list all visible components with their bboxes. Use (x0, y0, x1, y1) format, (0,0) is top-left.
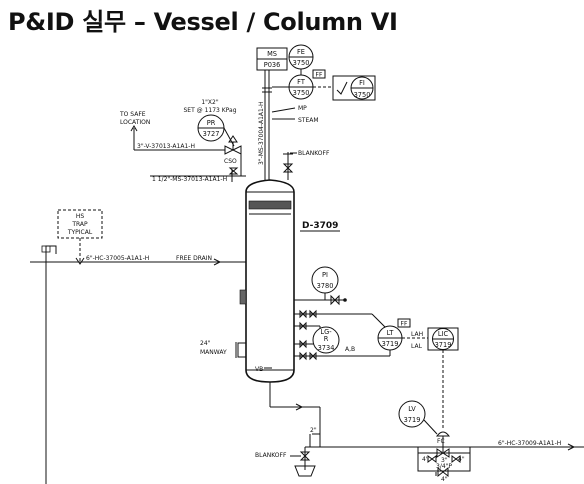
lg-sub: R (324, 335, 329, 343)
ft-code: FT (297, 78, 306, 86)
four-inch-c: 4" (441, 476, 448, 483)
blankoff-top-label: BLANKOFF (298, 150, 330, 157)
lic-num: 3719 (435, 341, 452, 349)
ff-tag-1 (312, 69, 326, 79)
lah-label: LAH (411, 331, 423, 338)
svg-text:FF: FF (401, 321, 408, 328)
hc-outlet: 2" BLANKOFF 6"-HC-37009-A1A1-H LV 3719 F… (255, 382, 584, 483)
manway-size: 24" (200, 340, 211, 347)
four-inch-b: 4" (458, 456, 465, 463)
two-inch-label: 2" (310, 427, 317, 434)
svg-text:FF: FF (316, 72, 323, 79)
set-pressure: SET @ 1173 KPag (183, 107, 236, 114)
hc-inlet: HS TRAP TYPICAL 6"-HC-37005-A1A1-H FREE … (30, 209, 246, 484)
lv-num: 3719 (404, 416, 421, 424)
lg-suffix: A,B (345, 346, 355, 353)
hc-out-label: 6"-HC-37009-A1A1-H (498, 440, 561, 447)
hc-in-label: 6"-HC-37005-A1A1-H (86, 255, 149, 262)
steam-line: 3"-MS-37004-A1A1-H MS P036 MP STEAM BLAN… (256, 47, 330, 180)
lg-code: LG- (320, 328, 332, 336)
pi-num: 3780 (317, 282, 334, 290)
slide-title: P&ID 실무 – Vessel / Column VI (8, 8, 398, 36)
ft-num: 3750 (293, 89, 310, 97)
hs-line1: HS (76, 213, 85, 220)
pi-code: PI (322, 271, 328, 279)
ms-line-vertical-label: 3"-MS-37004-A1A1-H (258, 101, 265, 165)
three-inch-label: 3" (441, 457, 448, 464)
relief-system: 1"X2" SET @ 1173 KPag PR 3727 TO SAFE LO… (119, 99, 246, 183)
lg-bubble (312, 326, 340, 354)
lv-code: LV (408, 405, 416, 413)
lt-code: LT (387, 329, 395, 337)
vessel-internal-demister (248, 200, 292, 210)
fe-num: 3750 (293, 59, 310, 67)
location: LOCATION (120, 119, 150, 126)
hs-trap-box (57, 209, 103, 239)
mp-label: MP (298, 105, 307, 112)
fi-code: FI (359, 79, 365, 87)
vessel-tag: D-3709 (302, 221, 338, 231)
vb-label: VB (255, 366, 263, 373)
ms-line-small-label: 1 1/2"-MS-37013-A1A1-H (152, 176, 227, 183)
hs-line2: TRAP (71, 221, 88, 228)
lg-num: 3734 (318, 344, 335, 352)
pr-line-label: 3"-V-37013-A1A1-H (137, 143, 195, 150)
four-inch-a: 4" (422, 456, 429, 463)
ms-tag-line2: P036 (264, 61, 281, 69)
steam-label: STEAM (298, 117, 319, 124)
fe-code: FE (297, 48, 305, 56)
lv-bubble (398, 400, 426, 428)
hs-line3: TYPICAL (67, 229, 93, 236)
three-quarter-label: 3/4"P (436, 463, 452, 470)
lic-code: LIC (438, 330, 449, 338)
fi-num: 3750 (354, 91, 371, 99)
pr-code: PR (207, 119, 216, 127)
pr-num: 3727 (203, 130, 220, 138)
ff-tag-2 (397, 318, 411, 328)
lal-label: LAL (411, 343, 423, 350)
vessel-d3709: D-3709 24" MANWAY VB (200, 179, 340, 383)
free-drain-label: FREE DRAIN (176, 255, 212, 262)
manway-label: MANWAY (200, 349, 227, 356)
lt-num: 3719 (382, 340, 399, 348)
level-instruments: PI 3780 LG- R 3734 A,B LT 3719 FF (294, 266, 459, 430)
fc-label: FC (437, 438, 445, 445)
flow-loop: FE 3750 FT 3750 FF FI 3750 (272, 44, 376, 101)
ms-tag-line1: MS (267, 50, 277, 58)
cso-label: CSO (224, 158, 237, 165)
blankoff-bottom-label: BLANKOFF (255, 452, 287, 459)
to-safe: TO SAFE (119, 111, 146, 118)
relief-size: 1"X2" (201, 99, 219, 106)
